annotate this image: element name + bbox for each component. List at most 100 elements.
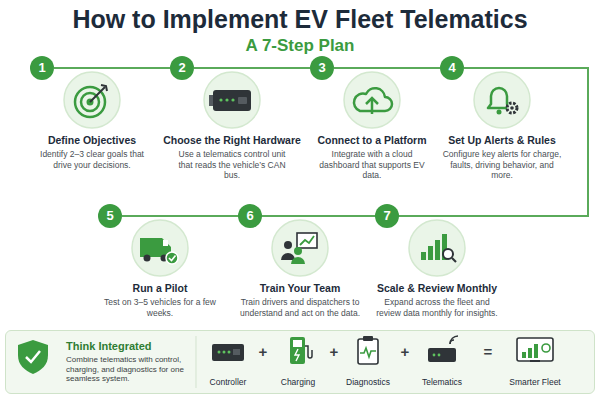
van-icon-part [169, 256, 176, 261]
van-icon-part [166, 252, 178, 264]
bell-gear-icon-part [510, 106, 514, 110]
step-title: Set Up Alerts & Rules [448, 134, 556, 147]
controller-icon [212, 344, 244, 361]
step-node: 5Run a PilotTest on 3–5 vehicles for a f… [95, 204, 225, 329]
step-node: 2Choose the Right HardwareUse a telemati… [167, 56, 297, 181]
step-number: 7 [375, 204, 399, 228]
cloud-upload-icon-part [371, 99, 374, 114]
step-node: 3Connect to a PlatformIntegrate with a c… [307, 56, 437, 181]
band-divider [196, 336, 197, 388]
step-description: Configure key alerts for charge, faults,… [441, 149, 563, 181]
icon-circles-part [272, 220, 328, 276]
diagram-title: How to Implement EV Fleet Telematics [0, 4, 600, 34]
step-number: 3 [310, 56, 334, 80]
component-caption: Smarter Fleet [500, 377, 570, 388]
band-body: Combine telematics with control, chargin… [66, 355, 194, 384]
component-caption: Charging [263, 377, 333, 388]
plus-sign: + [324, 343, 344, 361]
growth-icon [421, 234, 456, 262]
step-title: Scale & Review Monthly [377, 282, 497, 295]
dashboard-icon-part [528, 348, 532, 358]
step-node: 1Define ObjectivesIdentify 2–3 clear goa… [27, 56, 157, 181]
step-connector [262, 215, 375, 217]
diagnostics-icon-part [363, 336, 373, 341]
step-title: Run a Pilot [133, 282, 188, 295]
step-number: 2 [170, 56, 194, 80]
charger-icon-part [293, 340, 302, 347]
plus-sign: + [395, 343, 415, 361]
component-caption: Diagnostics [333, 377, 403, 388]
integration-band: Think IntegratedCombine telematics with … [5, 330, 595, 394]
telematics-icon-part [428, 348, 456, 362]
team-icon-part [297, 233, 317, 248]
step-number: 5 [98, 204, 122, 228]
icon-circles-part [64, 72, 120, 128]
step-node: 6Train Your TeamTrain drivers and dispat… [235, 204, 365, 329]
icon-circles-part [474, 72, 530, 128]
hardware-icon-part [238, 97, 247, 104]
team-icon [281, 233, 317, 264]
telematics-icon-part [450, 336, 458, 344]
van-icon-part [144, 255, 151, 262]
telematics-icon-part [433, 354, 436, 357]
team-icon-part [281, 253, 295, 260]
diagnostics-icon-part [360, 348, 376, 357]
band-heading: Think Integrated [66, 339, 152, 353]
band-divider-part [196, 336, 197, 388]
icon-circles [64, 72, 530, 276]
icon-circles-part [344, 72, 400, 128]
controller-icon-part [218, 351, 221, 354]
team-icon-part [291, 257, 305, 264]
hardware-icon-part [231, 98, 234, 101]
target-icon-part [87, 99, 94, 106]
component-node: Smarter Fleet [500, 331, 570, 393]
growth-icon-part [443, 249, 453, 259]
bell-gear-icon [488, 88, 517, 115]
step-node: 7Scale & Review MonthlyExpand across the… [372, 204, 502, 329]
bell-gear-icon-part [507, 103, 517, 113]
growth-icon-part [452, 258, 456, 262]
step-title: Train Your Team [260, 282, 341, 295]
hardware-icon-part [213, 90, 251, 111]
hardware-icon-part [209, 95, 213, 106]
dashboard-icon-part [542, 344, 550, 352]
component-node: Charging [263, 331, 333, 393]
plus-sign: + [253, 343, 273, 361]
controller-icon-part [223, 351, 226, 354]
step-description: Expand across the fleet and review data … [376, 297, 498, 318]
team-icon-part [300, 236, 314, 245]
step-node: 4Set Up Alerts & RulesConfigure key aler… [437, 56, 567, 181]
step-connector [334, 67, 440, 69]
target-icon-part [90, 87, 105, 102]
telematics-icon [428, 336, 458, 362]
controller-icon-part [228, 351, 231, 354]
hardware-icon-part [225, 98, 228, 101]
step-connector [194, 67, 310, 69]
step-description: Identify 2–3 clear goals that drive your… [31, 149, 153, 170]
component-node: Controller [193, 331, 263, 393]
step-number: 1 [30, 56, 54, 80]
step-number: 4 [440, 56, 464, 80]
telematics-icon-part [438, 354, 441, 357]
cloud-upload-icon [354, 88, 392, 114]
shield-icon-part [18, 340, 48, 374]
van-icon-part [140, 238, 171, 257]
diagnostics-icon-part [358, 339, 378, 364]
charger-icon-part [290, 337, 305, 364]
step-title: Connect to a Platform [317, 134, 426, 147]
dashboard-icon-part [530, 360, 540, 362]
step-connector [122, 68, 588, 216]
diagnostics-icon [358, 336, 378, 364]
subtitle: A 7-Step Plan [150, 35, 450, 57]
hardware-icon-part [219, 98, 222, 101]
van-icon-part [161, 255, 168, 262]
step-description: Use a telematics control unit that reads… [171, 149, 293, 181]
equals-sign: = [478, 343, 498, 361]
shield-icon-part [26, 351, 40, 362]
step-description: Train drivers and dispatchers to underst… [239, 297, 361, 318]
component-node: Diagnostics [333, 331, 403, 393]
component-caption: Telematics [407, 377, 477, 388]
icon-circles-part [132, 220, 188, 276]
